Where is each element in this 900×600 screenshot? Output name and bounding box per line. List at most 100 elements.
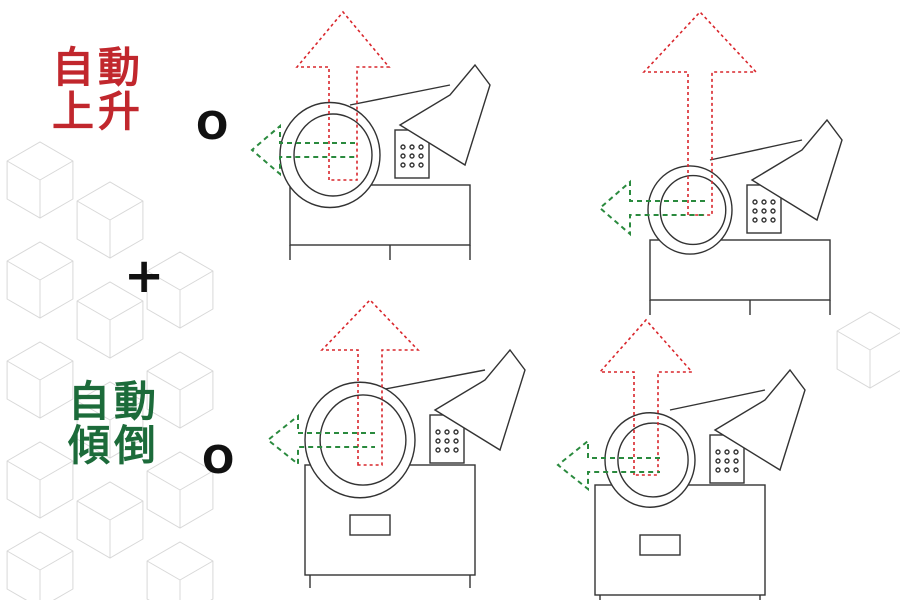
control-button <box>444 429 450 435</box>
control-button <box>752 199 758 205</box>
hex-edge <box>6 160 41 181</box>
hex-edge <box>39 360 74 381</box>
lift-arrow-4 <box>598 318 694 476</box>
control-button <box>400 153 406 159</box>
control-button <box>409 153 415 159</box>
hex-edge <box>179 560 214 581</box>
machine-bottom-left <box>304 348 526 588</box>
hex-edge <box>836 330 871 351</box>
hex-edge <box>39 260 74 281</box>
stirring-arm <box>398 63 491 167</box>
plus-sign: + <box>124 248 165 304</box>
control-button <box>715 458 721 464</box>
arm-shaft <box>349 84 451 106</box>
hex-edge <box>39 460 74 481</box>
control-button <box>752 208 758 214</box>
auto-lift-line1: 自動 <box>52 43 145 92</box>
arm-shaft <box>709 139 803 161</box>
control-button <box>409 144 415 150</box>
wok-rim <box>319 394 407 486</box>
auto-lift-line2: 上升 <box>52 87 145 137</box>
hex-edge <box>109 200 144 221</box>
hex-edge <box>146 470 181 491</box>
hex-edge <box>39 550 74 571</box>
stirring-arm <box>750 118 843 222</box>
hex-edge <box>179 470 214 491</box>
control-button <box>418 162 424 168</box>
hex-edge <box>109 500 144 521</box>
control-button <box>418 153 424 159</box>
wok-rim <box>293 113 373 197</box>
hex-cell <box>836 311 900 389</box>
control-button <box>453 429 459 435</box>
arm-shaft <box>669 389 766 411</box>
machine-top-left <box>279 63 491 260</box>
control-button <box>761 208 767 214</box>
control-button <box>418 144 424 150</box>
control-button <box>715 449 721 455</box>
tilt-arrow-2 <box>598 179 705 237</box>
control-button <box>444 438 450 444</box>
hex-edge <box>109 400 144 421</box>
auto-lift-mark: O <box>196 104 229 148</box>
control-button <box>733 467 739 473</box>
control-button <box>400 144 406 150</box>
hex-edge <box>76 400 111 421</box>
control-button <box>724 458 730 464</box>
tilt-arrow-4 <box>556 438 660 492</box>
control-button <box>435 429 441 435</box>
hex-edge <box>76 500 111 521</box>
control-button <box>453 438 459 444</box>
hex-edge <box>146 560 181 581</box>
control-button <box>715 467 721 473</box>
control-button <box>400 162 406 168</box>
machine-panel <box>639 534 681 556</box>
machine-top-right <box>647 118 843 315</box>
control-button <box>761 217 767 223</box>
control-button <box>761 199 767 205</box>
hex-edge <box>146 270 181 291</box>
hex-edge <box>39 160 74 181</box>
stirring-arm <box>433 348 526 452</box>
hex-edge <box>179 270 214 291</box>
wok-rim <box>659 174 727 246</box>
control-button <box>733 458 739 464</box>
hex-edge <box>76 200 111 221</box>
control-button <box>733 449 739 455</box>
auto-tilt-mark: O <box>202 438 235 482</box>
hex-edge <box>869 332 900 351</box>
stirring-arm <box>713 368 806 472</box>
hex-edge <box>6 360 41 381</box>
lift-arrow-3 <box>320 298 420 466</box>
hex-edge <box>179 370 214 391</box>
wok-rim <box>617 422 689 498</box>
tilt-arrow-3 <box>266 413 375 467</box>
lift-arrow-2 <box>642 10 758 216</box>
control-button <box>435 438 441 444</box>
machine-panel <box>349 514 391 536</box>
arm-shaft <box>379 369 486 391</box>
control-button <box>724 449 730 455</box>
control-button <box>770 208 776 214</box>
lift-arrow-1 <box>295 10 391 181</box>
hex-background-pattern <box>6 141 900 600</box>
hex-edge <box>6 460 41 481</box>
control-button <box>752 217 758 223</box>
auto-tilt-line1: 自動 <box>68 377 161 426</box>
auto-tilt-label: 自動 傾倒 <box>68 377 161 471</box>
control-button <box>770 199 776 205</box>
hex-edge <box>6 550 41 571</box>
auto-lift-label: 自動 上升 <box>52 43 145 137</box>
control-button <box>453 447 459 453</box>
control-button <box>770 217 776 223</box>
machine-bottom-right <box>594 368 806 600</box>
hex-edge <box>76 300 111 321</box>
hex-edge <box>146 370 181 391</box>
hex-edge <box>109 300 144 321</box>
tilt-arrow-1 <box>250 123 355 177</box>
auto-tilt-line2: 傾倒 <box>68 421 161 471</box>
control-button <box>724 467 730 473</box>
hex-edge <box>6 260 41 281</box>
